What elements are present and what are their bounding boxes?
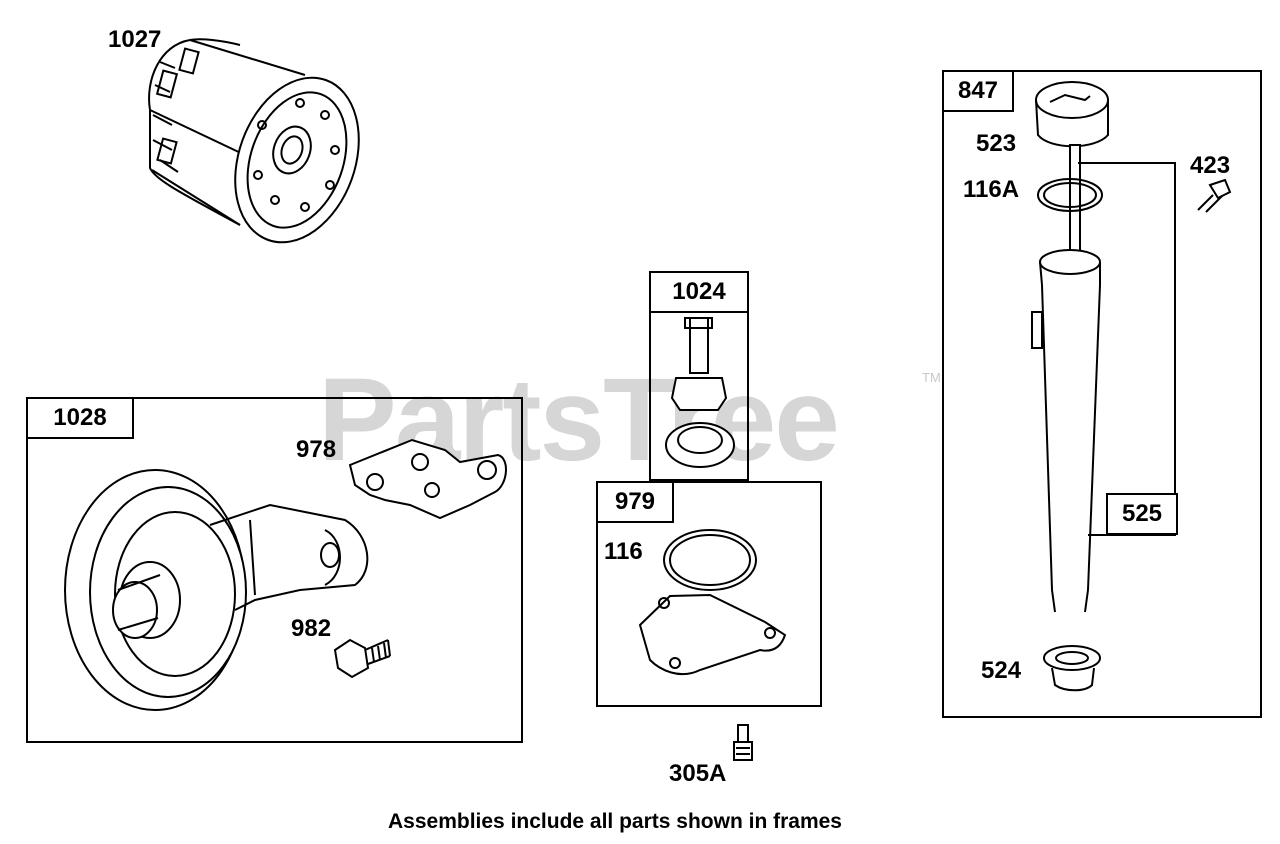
part-label-523: 523 [976, 130, 1017, 157]
part-label-524: 524 [981, 657, 1022, 684]
frame-979 [596, 481, 822, 707]
part-label-116a: 116A [963, 176, 1020, 203]
assembly-tag-525: 525 [1106, 493, 1178, 535]
part-label-305a: 305A [669, 760, 727, 787]
frame-1028 [26, 397, 523, 743]
assembly-tag-847: 847 [942, 70, 1014, 112]
assembly-tag-1028: 1028 [26, 397, 134, 439]
part-label-423: 423 [1190, 152, 1231, 179]
bolt-982-part [333, 638, 391, 679]
assembly-tag-1024: 1024 [649, 271, 749, 313]
watermark-trademark: TM [922, 370, 941, 385]
o-ring-116-part [663, 529, 757, 591]
dipstick-cap-part [1035, 81, 1109, 266]
pump-gear-part [665, 317, 735, 468]
screw-423-part [1197, 178, 1232, 213]
pump-cover-part [638, 593, 787, 676]
dipstick-tube-part [1031, 249, 1101, 613]
oil-filter-adapter-part [64, 469, 369, 711]
screw-305a-part [733, 724, 753, 761]
assembly-tag-979: 979 [596, 481, 674, 523]
grommet-524-part [1043, 645, 1101, 692]
assembly-525-bracket [1078, 162, 1176, 536]
part-label-982: 982 [291, 615, 332, 642]
oil-filter-part [148, 38, 360, 244]
gasket-plate-part [348, 438, 507, 520]
frame-847 [942, 70, 1262, 718]
part-label-116: 116 [604, 538, 643, 565]
part-label-1027: 1027 [108, 26, 162, 53]
diagram-caption: Assemblies include all parts shown in fr… [388, 810, 842, 833]
part-label-978: 978 [296, 436, 337, 463]
o-ring-116a-part [1037, 178, 1103, 212]
